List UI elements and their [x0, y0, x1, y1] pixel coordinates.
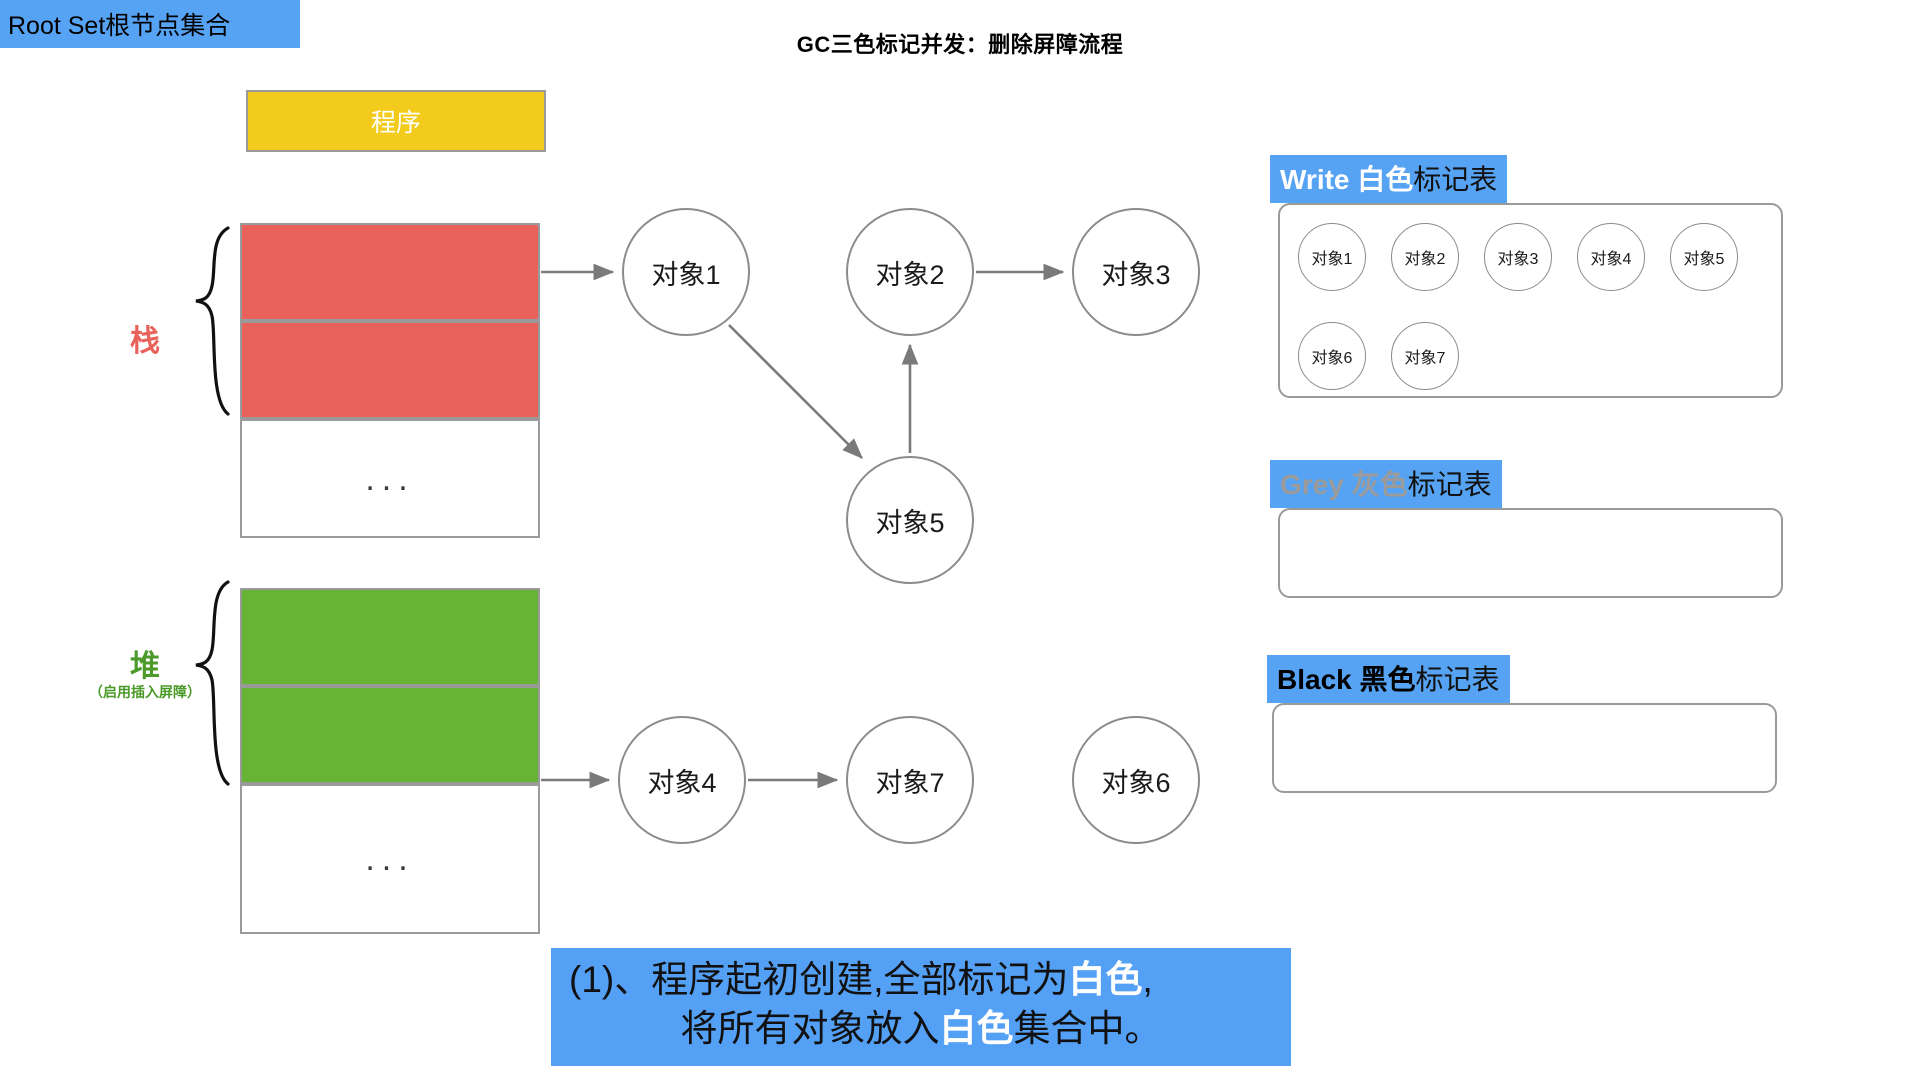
object-node-o5[interactable]: 对象5 [846, 456, 974, 584]
object-node-o1[interactable]: 对象1 [622, 208, 750, 336]
grey-mark-table-title-rest: 标记表 [1407, 469, 1492, 500]
heap-cell-1 [240, 588, 540, 686]
white-chip-2[interactable]: 对象2 [1391, 223, 1459, 291]
heap-ellipsis-cell: ... [240, 784, 540, 934]
stack-cell-1 [240, 223, 540, 321]
stack-ellipsis-cell: ... [240, 419, 540, 538]
heap-cell-2 [240, 686, 540, 784]
white-chip-1-label: 对象1 [1311, 251, 1353, 268]
memory-block-program-label: 程序 [370, 109, 421, 137]
caption-line-1-highlight: 白色 [1068, 959, 1143, 1000]
heap-label-text: 堆 [130, 650, 160, 683]
object-node-o5-label: 对象5 [875, 507, 945, 538]
grey-mark-table-box [1278, 508, 1783, 598]
white-chip-5-label: 对象5 [1683, 251, 1725, 268]
white-mark-table-title-strong: Write 白色 [1280, 164, 1414, 195]
arrow-o1-to-o5 [728, 324, 863, 459]
white-mark-table-title-rest: 标记表 [1413, 164, 1498, 195]
caption-box: (1)、程序起初创建,全部标记为白色, 将所有对象放入白色集合中。 [551, 948, 1291, 1066]
white-chip-3-label: 对象3 [1497, 251, 1539, 268]
black-mark-table-title-strong: Black 黑色 [1277, 664, 1416, 695]
heap-ellipsis: ... [365, 840, 415, 878]
black-mark-table-title-rest: 标记表 [1415, 664, 1500, 695]
object-node-o1-label: 对象1 [651, 259, 721, 290]
white-chip-4-label: 对象4 [1590, 251, 1632, 268]
object-node-o6-label: 对象6 [1101, 767, 1171, 798]
object-node-o3-label: 对象3 [1101, 259, 1171, 290]
white-chip-2-label: 对象2 [1404, 251, 1446, 268]
caption-line-1: (1)、程序起初创建,全部标记为白色, [565, 956, 1277, 1005]
white-chip-1[interactable]: 对象1 [1298, 223, 1366, 291]
object-node-o3[interactable]: 对象3 [1072, 208, 1200, 336]
object-node-o4-label: 对象4 [647, 767, 717, 798]
grey-mark-table-title: Grey 灰色标记表 [1270, 460, 1502, 508]
black-mark-table-box [1272, 703, 1777, 793]
memory-block-program: 程序 [246, 90, 546, 152]
object-node-o4[interactable]: 对象4 [618, 716, 746, 844]
memory-block-rootset-label: Root Set根节点集合 [8, 12, 231, 40]
caption-line-2-highlight: 白色 [939, 1007, 1014, 1049]
caption-line-2-a: 将所有对象放入 [680, 1007, 940, 1049]
white-chip-4[interactable]: 对象4 [1577, 223, 1645, 291]
stack-brace-icon [195, 226, 230, 416]
stack-ellipsis: ... [365, 459, 415, 498]
object-node-o7-label: 对象7 [875, 767, 945, 798]
white-chip-7[interactable]: 对象7 [1391, 322, 1459, 390]
grey-mark-table-title-strong: Grey 灰色 [1280, 469, 1408, 500]
stack-cell-2 [240, 321, 540, 419]
caption-line-2-b: 集合中。 [1013, 1007, 1162, 1049]
white-chip-5[interactable]: 对象5 [1670, 223, 1738, 291]
stack-label-text: 栈 [130, 325, 160, 358]
object-node-o2[interactable]: 对象2 [846, 208, 974, 336]
white-chip-6[interactable]: 对象6 [1298, 322, 1366, 390]
object-node-o6[interactable]: 对象6 [1072, 716, 1200, 844]
object-node-o7[interactable]: 对象7 [846, 716, 974, 844]
white-chip-7-label: 对象7 [1404, 350, 1446, 367]
caption-line-1-a: (1)、程序起初创建,全部标记为 [569, 959, 1069, 1000]
white-chip-6-label: 对象6 [1311, 350, 1353, 367]
white-chip-3[interactable]: 对象3 [1484, 223, 1552, 291]
object-node-o2-label: 对象2 [875, 259, 945, 290]
caption-line-2: 将所有对象放入白色集合中。 [565, 1005, 1277, 1054]
page-title: GC三色标记并发：删除屏障流程 [796, 32, 1124, 57]
caption-line-1-b: , [1142, 959, 1153, 1000]
heap-label: 堆 （启用插入屏障） [30, 650, 260, 701]
black-mark-table-title: Black 黑色标记表 [1267, 655, 1510, 703]
memory-block-rootset: Root Set根节点集合 [0, 0, 300, 48]
heap-sublabel-text: （启用插入屏障） [89, 684, 201, 700]
stack-label: 栈 [80, 325, 210, 358]
white-mark-table-title: Write 白色标记表 [1270, 155, 1508, 203]
